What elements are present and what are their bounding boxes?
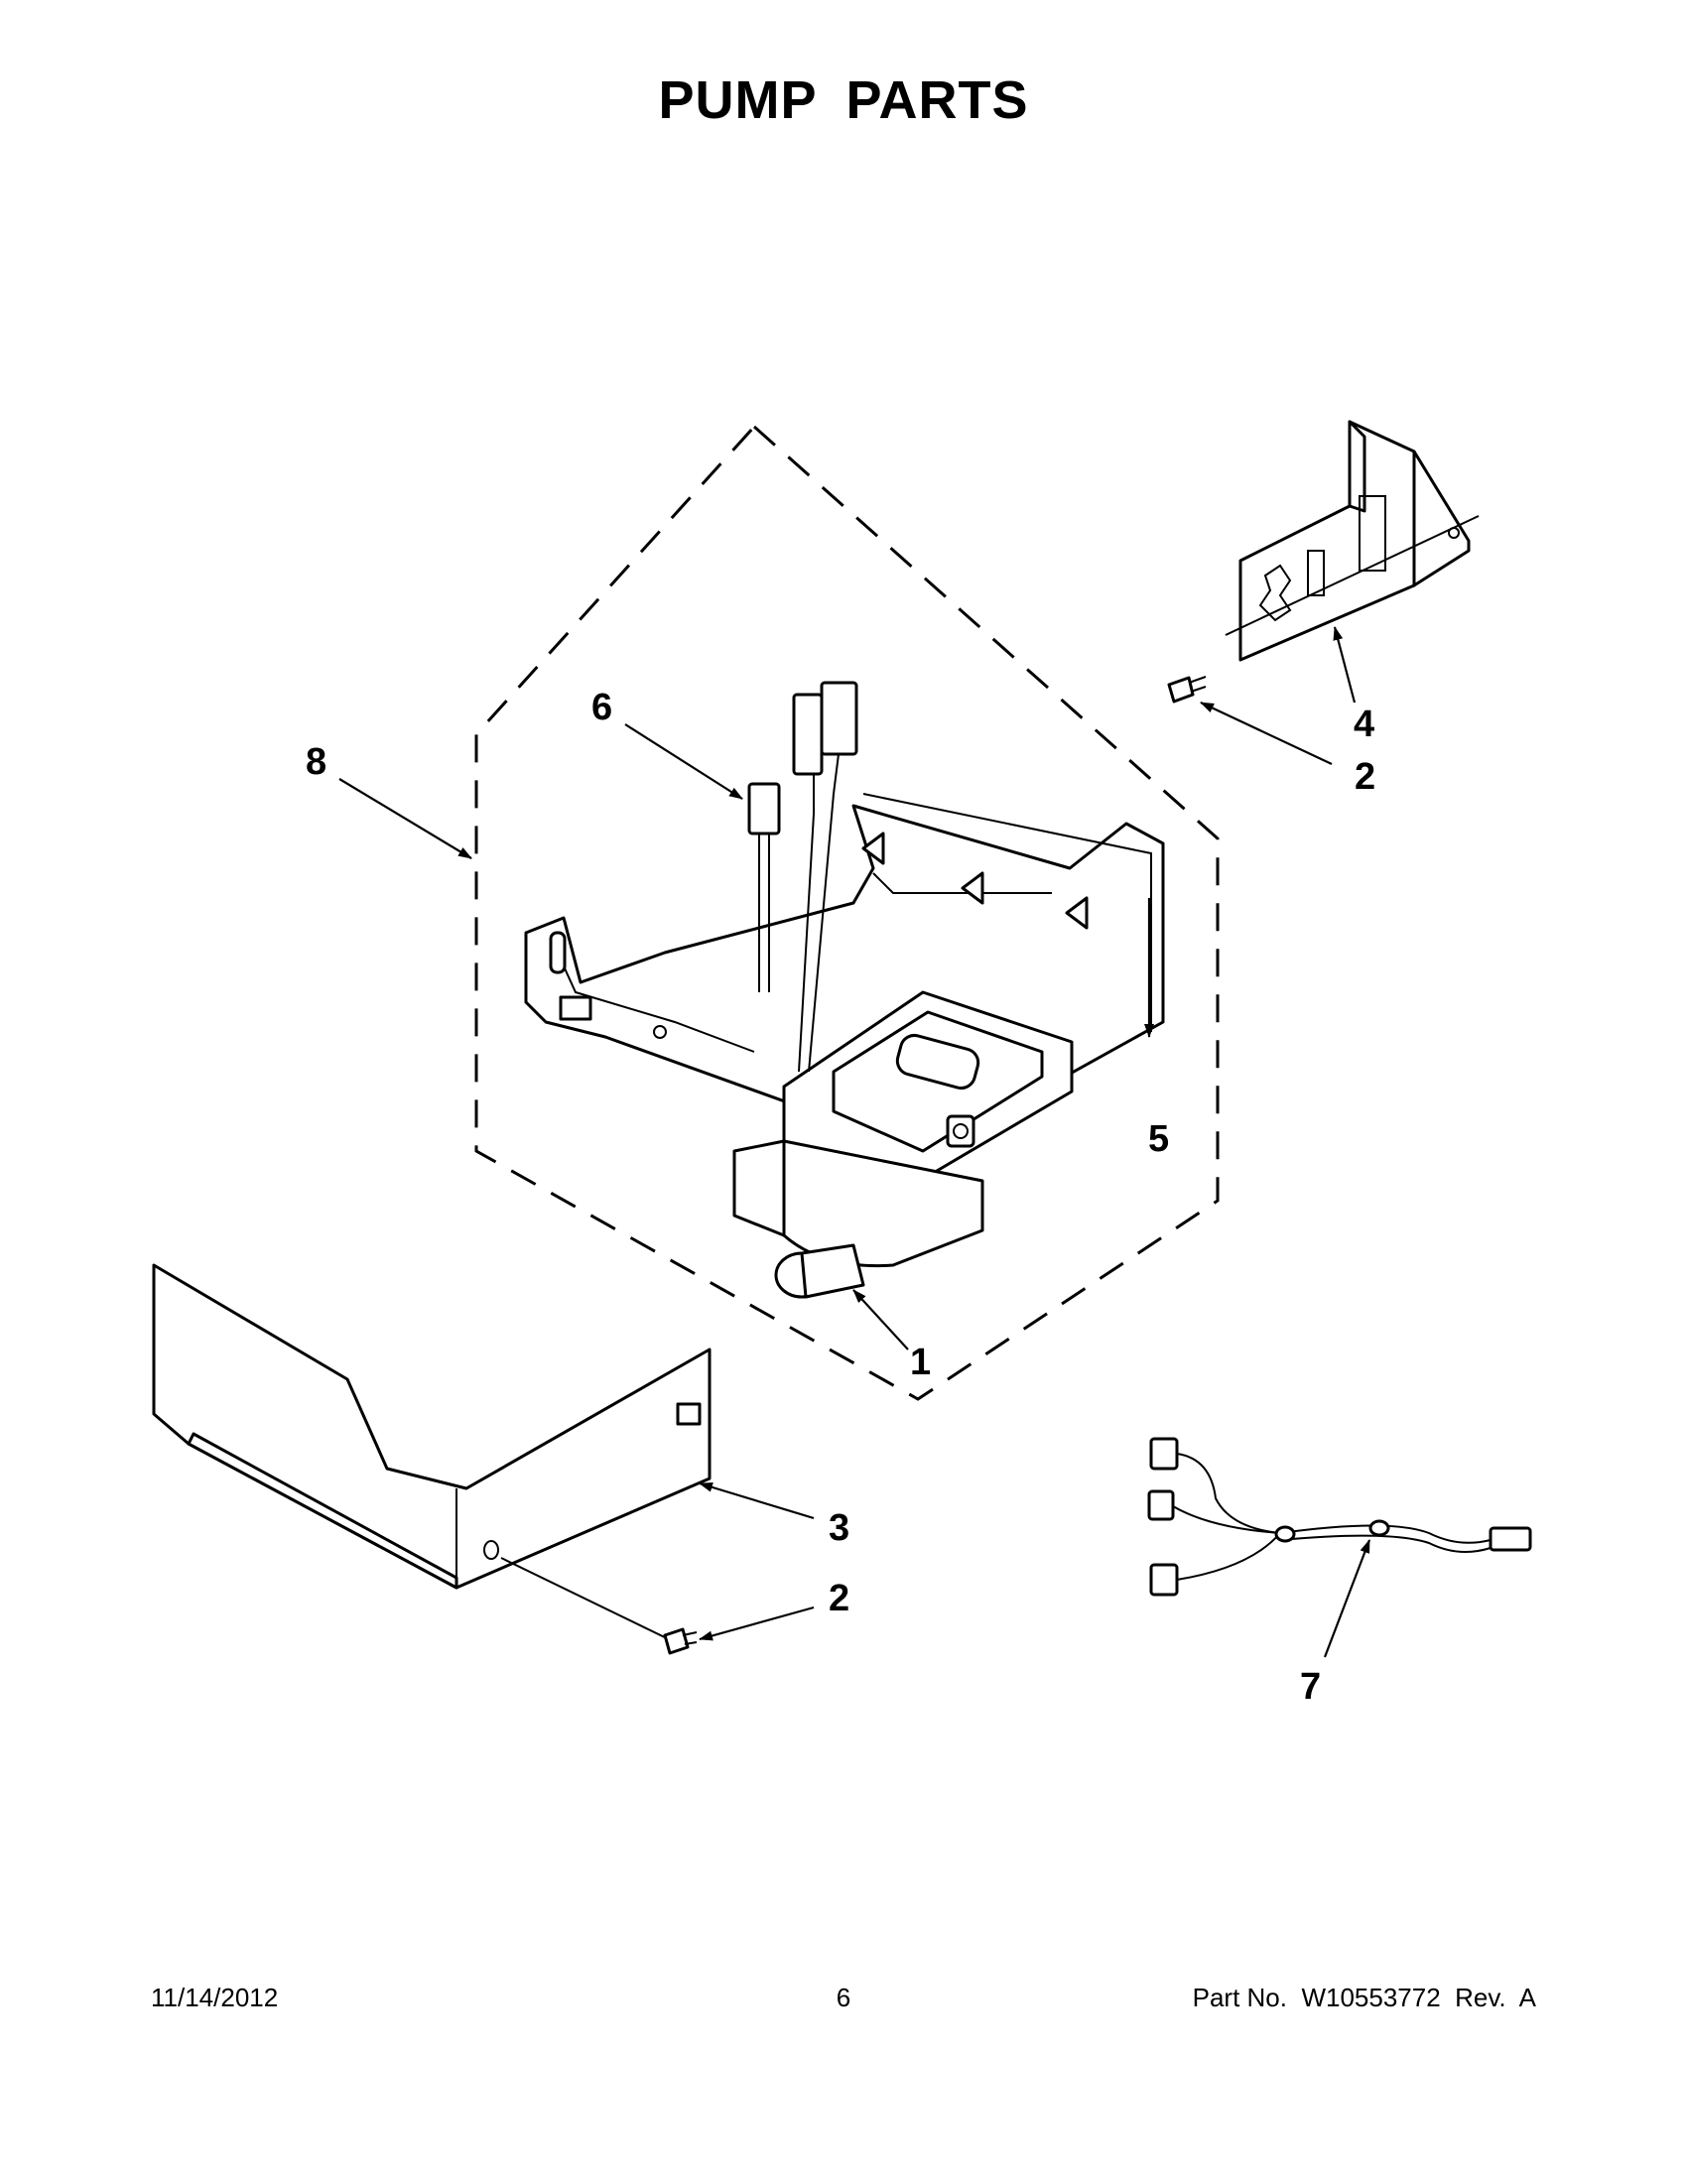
callout-3: 3: [829, 1507, 849, 1549]
footer-part-number: Part No. W10553772 Rev. A: [1192, 1983, 1536, 2012]
callout-7: 7: [1300, 1666, 1321, 1708]
cover-panel: [152, 1263, 712, 1643]
pump-wire-harness: [747, 681, 858, 1073]
mounting-bracket: [1225, 420, 1480, 662]
assembly-boundary: [474, 424, 1220, 1401]
leader-lines: [338, 626, 1371, 1658]
footer-page-number: 6: [836, 1983, 851, 2012]
screw-top: [1167, 676, 1207, 704]
screw-bottom: [663, 1627, 698, 1655]
callout-8: 8: [306, 741, 326, 783]
callout-4: 4: [1354, 704, 1374, 745]
page-title: PUMP PARTS: [658, 70, 1029, 130]
callout-1: 1: [910, 1342, 931, 1383]
pump-motor: [732, 990, 1074, 1299]
callout-5: 5: [1148, 1118, 1169, 1160]
footer-date: 11/14/2012: [151, 1983, 279, 2012]
wire-harness: [1147, 1437, 1532, 1597]
callout-2-bottom: 2: [829, 1578, 849, 1619]
callout-2-top: 2: [1355, 756, 1375, 798]
callout-6: 6: [591, 687, 612, 728]
